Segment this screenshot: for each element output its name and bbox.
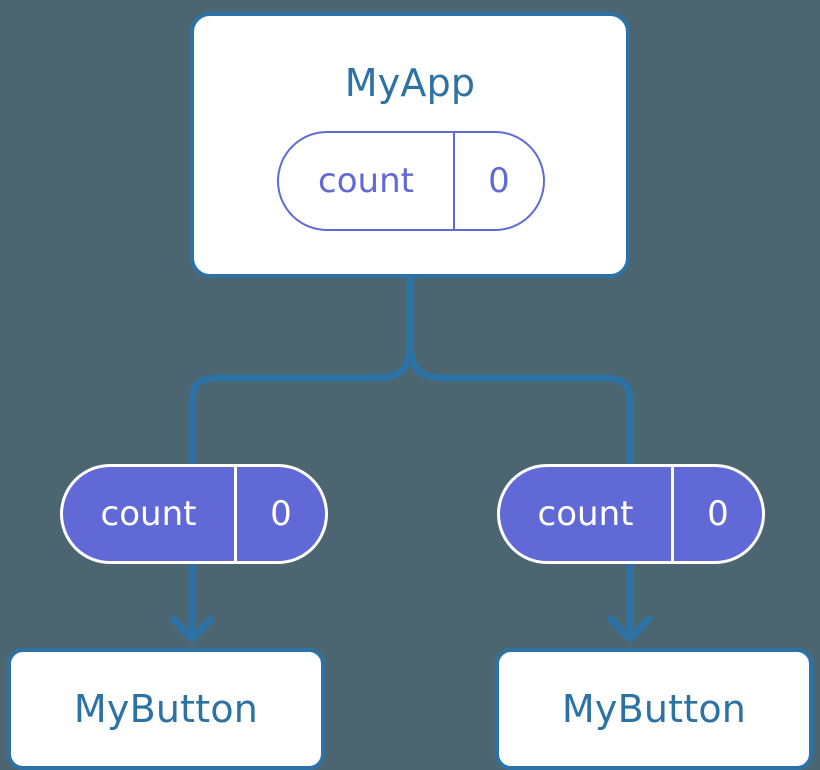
state-key-label: count [279, 133, 455, 229]
prop-value-label: 0 [707, 494, 729, 534]
arrow-head-left [169, 615, 215, 643]
prop-key-label: count [500, 467, 674, 561]
component-node-mybutton-left[interactable]: MyButton [7, 648, 325, 770]
component-node-mybutton-right[interactable]: MyButton [495, 648, 813, 770]
state-value-label: 0 [488, 161, 510, 201]
branch-line-left [188, 336, 414, 468]
prop-pill-right[interactable]: count 0 [497, 464, 765, 564]
state-pill-root[interactable]: count 0 [277, 131, 545, 231]
component-name-label: MyApp [344, 61, 476, 105]
prop-pill-left[interactable]: count 0 [60, 464, 328, 564]
component-name-label: MyButton [561, 687, 747, 731]
prop-value-label: 0 [270, 494, 292, 534]
prop-key-label: count [63, 467, 237, 561]
component-name-label: MyButton [73, 687, 259, 731]
branch-line-right [406, 336, 634, 468]
arrow-head-right [607, 615, 653, 643]
